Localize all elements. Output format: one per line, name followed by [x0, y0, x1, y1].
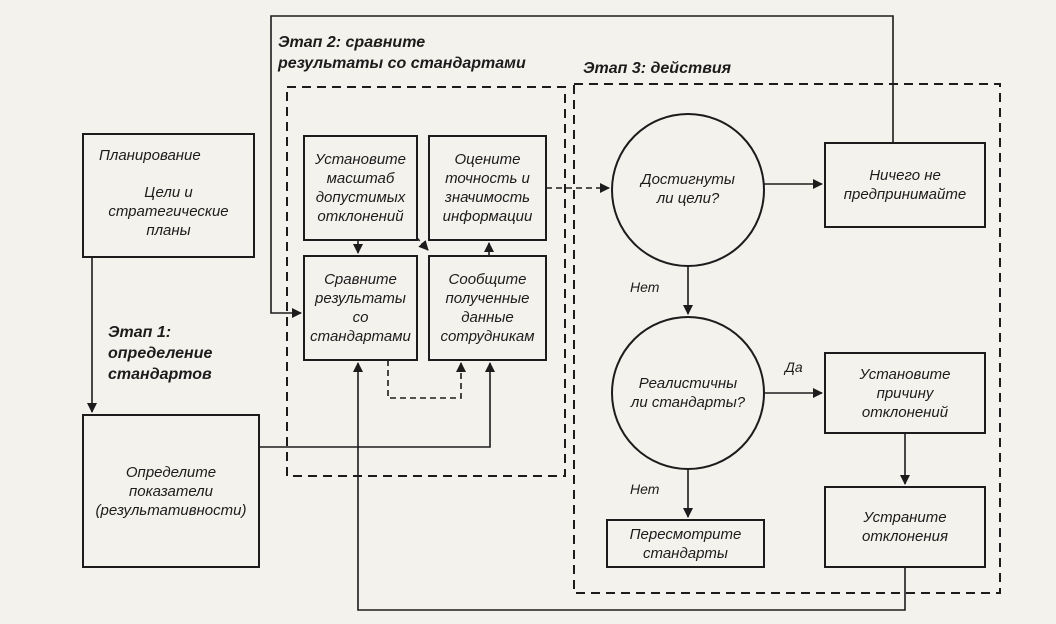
edge-label-no-1: Нет	[630, 279, 660, 295]
report-box	[428, 255, 547, 361]
accuracy-label: Оцените точность и значимость информации	[442, 151, 533, 225]
indicators-label: Определите показатели (результативности)	[95, 463, 247, 519]
indicators-box	[82, 414, 260, 568]
stage3-frame	[573, 83, 1001, 594]
report-label: Сообщите полученные данные сотрудникам	[440, 271, 535, 345]
realistic-decision-label: Реалистичны ли стандарты?	[630, 375, 746, 411]
compare-to-report-arrow	[387, 360, 466, 399]
eliminate-to-compare-arrow	[353, 362, 906, 611]
feedback-to-compare-arrow	[270, 15, 894, 318]
compare-label: Сравните результаты со стандартами	[310, 271, 411, 345]
edge-label-no-2: Нет	[630, 481, 660, 497]
stage3-title: Этап 3: действия	[583, 60, 732, 77]
goals-decision-label: Достигнуты ли цели?	[641, 171, 735, 207]
scale-box	[303, 135, 418, 241]
nothing-box	[824, 142, 986, 228]
scale-to-report-arrow	[416, 237, 429, 251]
planning-box-label: Планирование Цели и стратегические планы	[83, 146, 254, 257]
eliminate-label: Устраните отклонения	[862, 509, 948, 545]
compare-box	[303, 255, 418, 361]
stage2-frame	[286, 86, 566, 477]
indicators-to-report-arrow	[259, 362, 495, 448]
scale-label: Установите масштаб допустимых отклонений	[314, 151, 407, 225]
nothing-label: Ничего не предпринимайте	[843, 167, 967, 203]
planning-box	[82, 133, 255, 258]
revise-label: Пересмотрите стандарты	[629, 525, 742, 562]
cause-label: Установите причину отклонений	[859, 365, 951, 421]
planning-heading: Планирование	[99, 147, 201, 164]
planning-body: Цели и стратегические планы	[108, 184, 229, 239]
stage1-title: Этап 1: определение стандартов	[108, 324, 213, 383]
revise-box	[606, 519, 765, 568]
edge-label-yes: Да	[785, 359, 803, 375]
stage2-title: Этап 2: сравните результаты со стандарта…	[278, 34, 526, 72]
